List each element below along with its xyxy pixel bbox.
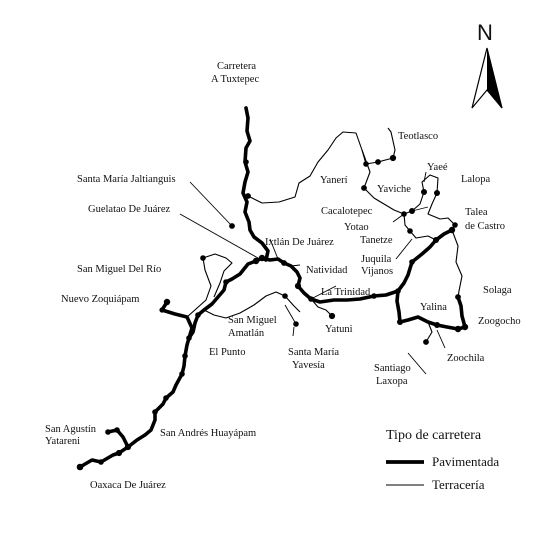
label-guelatao: Guelatao De Juárez — [88, 204, 171, 215]
label-el-punto: El Punto — [209, 347, 245, 358]
label-santiago-laxopa-l1: Santiago — [374, 363, 411, 374]
road-solaga — [451, 229, 463, 298]
label-jaltianguis: Santa María Jaltianguis — [77, 174, 176, 185]
legend-title: Tipo de carretera — [386, 428, 482, 443]
label-carretera-l1: Carretera — [217, 61, 256, 72]
leader-lines — [179, 171, 446, 375]
label-zoogocho: Zoogocho — [478, 316, 521, 327]
label-yaviche: Yaviche — [377, 184, 411, 195]
label-oaxaca: Oaxaca De Juárez — [90, 480, 166, 491]
label-solaga: Solaga — [483, 285, 512, 296]
north-letter: N — [477, 20, 493, 45]
label-yaee: Yaeé — [427, 162, 448, 173]
label-lalopa: Lalopa — [461, 174, 490, 185]
label-talea-l1: Talea — [465, 207, 488, 218]
label-santa-maria-yavesia-l1: Santa María — [288, 347, 339, 358]
label-yotao: Yotao — [344, 222, 369, 233]
label-san-andres: San Andrés Huayápam — [160, 428, 256, 439]
label-san-miguel-rio: San Miguel Del Río — [77, 264, 161, 275]
road-zoochila — [425, 321, 433, 343]
label-zoochila: Zoochila — [447, 353, 485, 364]
road-amatlan — [203, 291, 301, 319]
label-vijanos: Vijanos — [361, 266, 393, 277]
legend-paved-label: Pavimentada — [432, 454, 499, 469]
label-carretera-l2: A Tuxtepec — [211, 74, 259, 85]
label-tanetze: Tanetze — [360, 235, 393, 246]
road-yaee-talea — [411, 174, 456, 231]
road-west-loop — [186, 253, 233, 318]
paved-roads — [78, 106, 467, 469]
road-san-andres-spur — [106, 428, 130, 449]
north-arrow: N — [471, 20, 503, 109]
label-santa-maria-yavesia-l2: Yavesía — [292, 360, 325, 371]
label-nuevo-zoquiapam: Nuevo Zoquiápam — [61, 294, 139, 305]
label-la-trinidad: La Trinidad — [321, 287, 371, 298]
road-oaxaca-tuxtepec — [78, 106, 270, 469]
label-talea-l2: de Castro — [465, 221, 505, 232]
label-yaneri: Yanerí — [320, 175, 348, 186]
label-ixtlan: Ixtlán De Juárez — [265, 237, 334, 248]
label-yalina: Yalina — [420, 302, 447, 313]
place-labels: Carretera A Tuxtepec Teotlasco Yanerí Ya… — [45, 61, 521, 491]
road-yotao-juquila — [403, 213, 437, 241]
label-san-agustin-l2: Yatareni — [45, 436, 80, 447]
legend-dirt-label: Terracería — [432, 477, 485, 492]
label-cacalotepec: Cacalotepec — [321, 206, 373, 217]
road-yatuni — [310, 298, 333, 317]
road-yalina-zoogocho — [395, 289, 467, 331]
label-natividad: Natividad — [306, 265, 348, 276]
label-juquila: Juquila — [361, 254, 392, 265]
label-san-miguel-amatlan-l2: Amatlán — [228, 328, 265, 339]
label-teotlasco: Teotlasco — [398, 131, 438, 142]
label-san-agustin-l1: San Agustín — [45, 424, 97, 435]
label-yatuni: Yatuni — [325, 324, 353, 335]
legend: Tipo de carretera Pavimentada Terracería — [386, 428, 499, 492]
label-santiago-laxopa-l2: Laxopa — [376, 376, 408, 387]
road-zoquiapam-spur — [160, 300, 194, 340]
label-san-miguel-amatlan-l1: San Miguel — [228, 315, 277, 326]
road-yaneri-loop — [247, 127, 396, 204]
